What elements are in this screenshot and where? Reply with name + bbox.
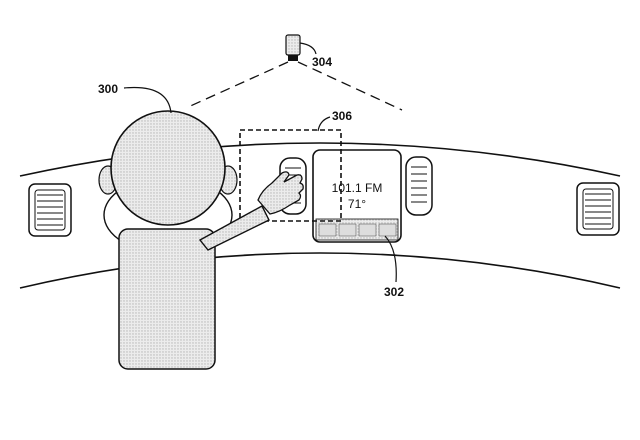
display-button-1 — [318, 223, 337, 237]
ref-label-sensor: 304 — [312, 55, 332, 69]
center-right-air-vent — [405, 156, 433, 216]
ref-label-display: 302 — [384, 285, 404, 299]
occupant-hand-gesture — [257, 171, 304, 215]
ref-label-gesture-zone: 306 — [332, 109, 352, 123]
left-air-vent — [28, 183, 72, 237]
vehicle-occupant — [98, 110, 304, 370]
right-air-vent — [576, 182, 620, 236]
display-button-3 — [358, 223, 377, 237]
sensor-view-line-right — [297, 61, 403, 111]
ref-label-occupant: 300 — [98, 82, 118, 96]
center-display-unit: 101.1 FM 71° — [312, 149, 402, 243]
occupant-torso — [118, 228, 216, 370]
ref-leader-gesture-zone — [317, 116, 331, 132]
ref-leader-sensor — [299, 42, 317, 55]
display-radio-station: 101.1 FM — [332, 181, 383, 195]
display-button-strip — [315, 218, 399, 241]
overhead-sensor — [285, 34, 301, 61]
display-temperature: 71° — [348, 197, 366, 211]
dashboard-bottom-edge — [19, 252, 621, 289]
dashboard-top-edge — [19, 142, 621, 177]
occupant-head — [110, 110, 226, 226]
display-button-2 — [338, 223, 357, 237]
gesture-detection-zone — [239, 129, 342, 222]
ref-leader-occupant — [123, 86, 172, 114]
sensor-view-line-left — [185, 61, 289, 109]
occupant-raised-arm — [198, 205, 270, 251]
display-button-4 — [378, 223, 397, 237]
ref-leader-display — [384, 235, 397, 283]
